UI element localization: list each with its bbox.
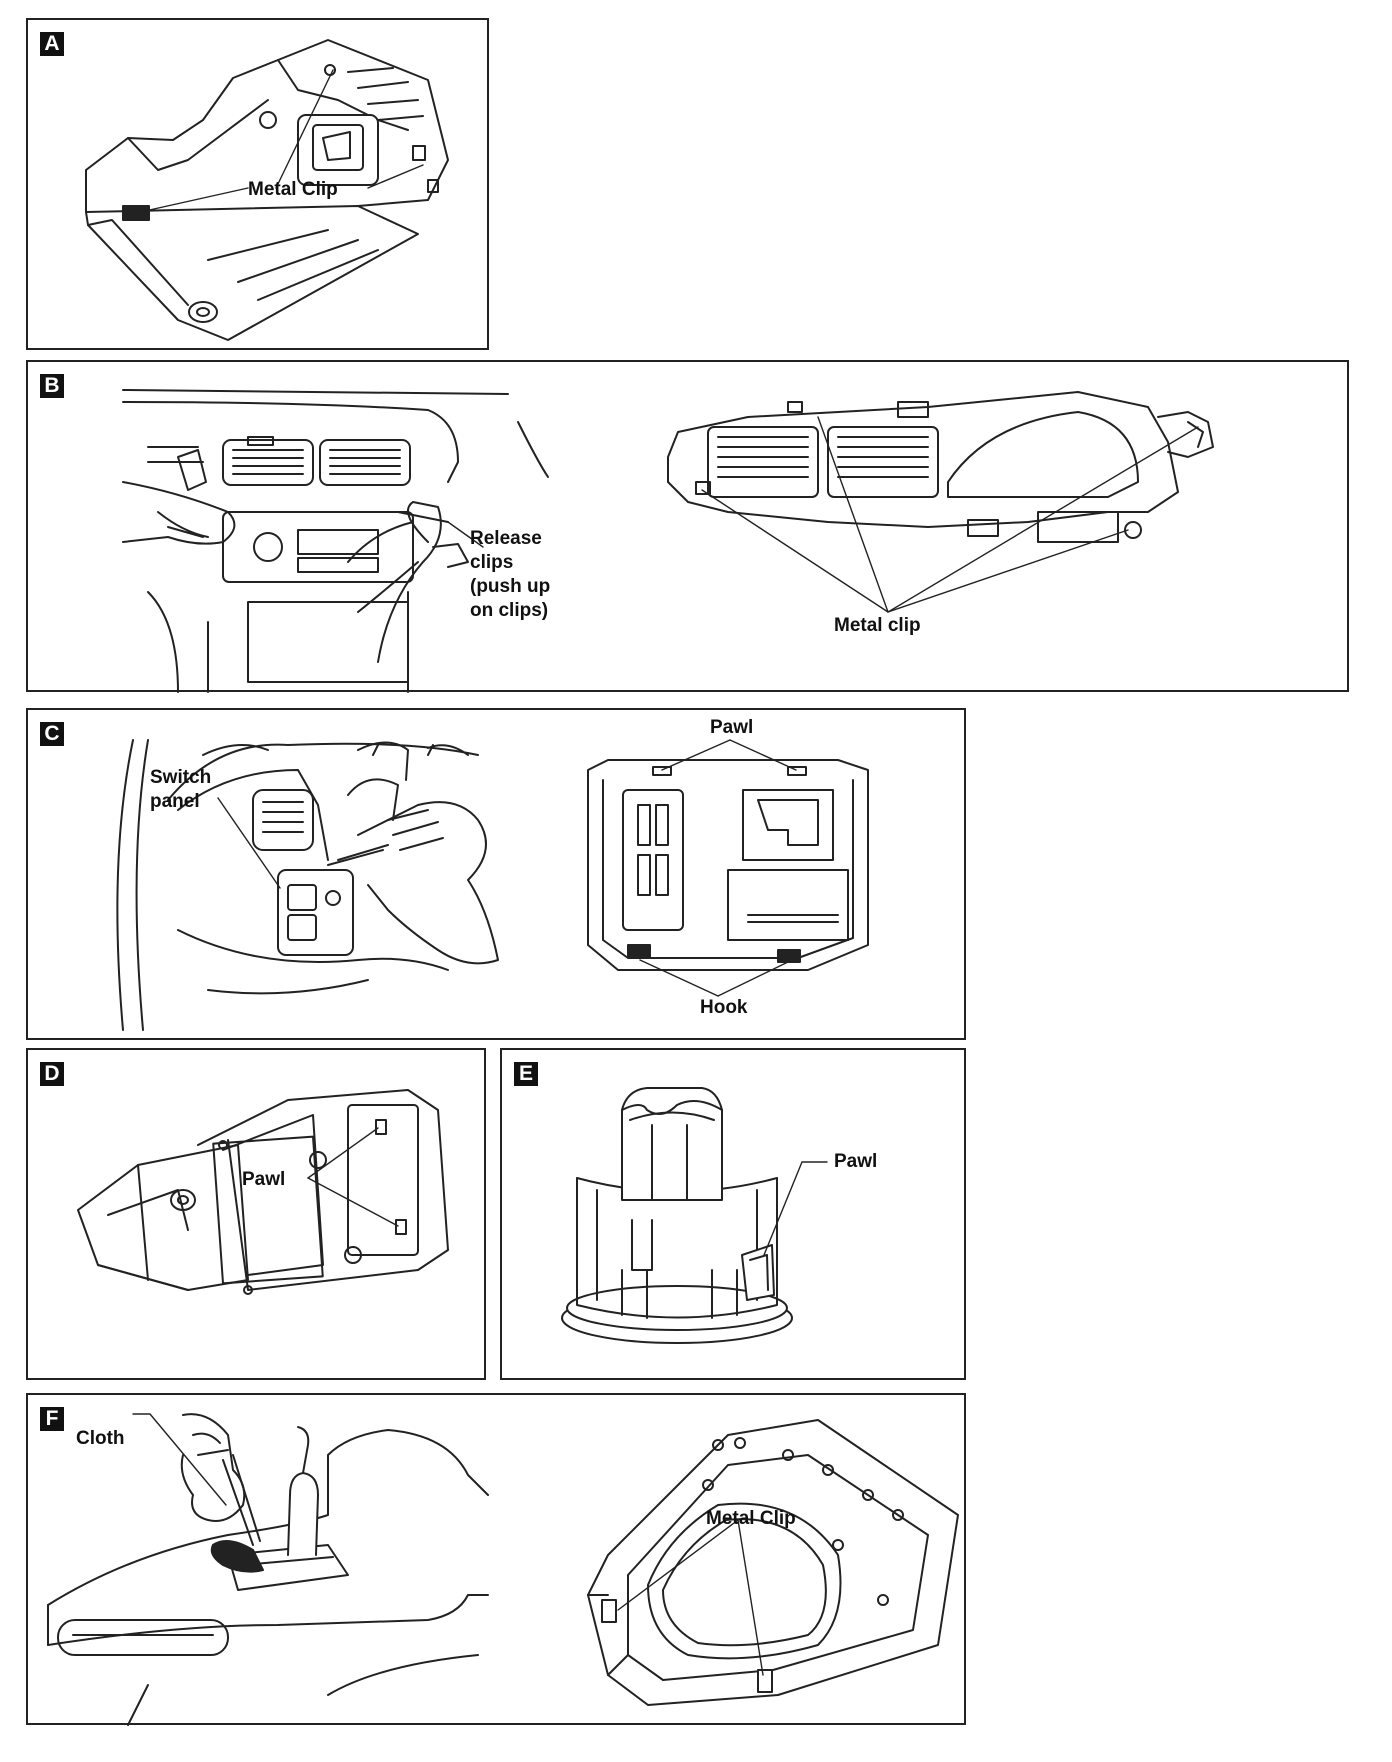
panel-b-tag: B <box>40 374 64 398</box>
pawl-label-d: Pawl <box>242 1169 286 1190</box>
panel-b: B <box>26 360 1349 693</box>
panel-e: E Pawl <box>500 1048 966 1380</box>
panel-c-illustration <box>116 739 869 1031</box>
metal-clip-label-a: Metal Clip <box>248 179 338 200</box>
switch-panel-label: Switch panel <box>150 767 212 812</box>
panel-d-illustration <box>77 1089 449 1295</box>
panel-f-illustration <box>47 1413 959 1726</box>
release-clips-label: Release clips (push up on clips) <box>470 528 551 621</box>
panel-f-tag: F <box>40 1407 64 1431</box>
panel-a: A Metal Clip <box>26 18 489 350</box>
panel-e-tag: E <box>514 1062 538 1086</box>
pawl-label-e: Pawl <box>834 1151 878 1172</box>
panel-a-tag: A <box>40 32 64 56</box>
metal-clip-label-b: Metal clip <box>834 615 921 636</box>
panel-a-illustration <box>85 39 449 341</box>
panel-e-illustration <box>561 1087 828 1344</box>
hook-label: Hook <box>700 997 748 1018</box>
panel-d: D Pawl <box>26 1048 486 1380</box>
panel-d-tag: D <box>40 1062 64 1086</box>
panel-c-tag: C <box>40 722 64 746</box>
panel-b-illustration <box>122 389 1214 693</box>
metal-clip-label-f: Metal Clip <box>706 1508 796 1529</box>
panel-f: F <box>26 1393 966 1726</box>
pawl-label-c: Pawl <box>710 717 754 738</box>
cloth-label: Cloth <box>76 1428 125 1449</box>
panel-c: C <box>26 708 966 1040</box>
